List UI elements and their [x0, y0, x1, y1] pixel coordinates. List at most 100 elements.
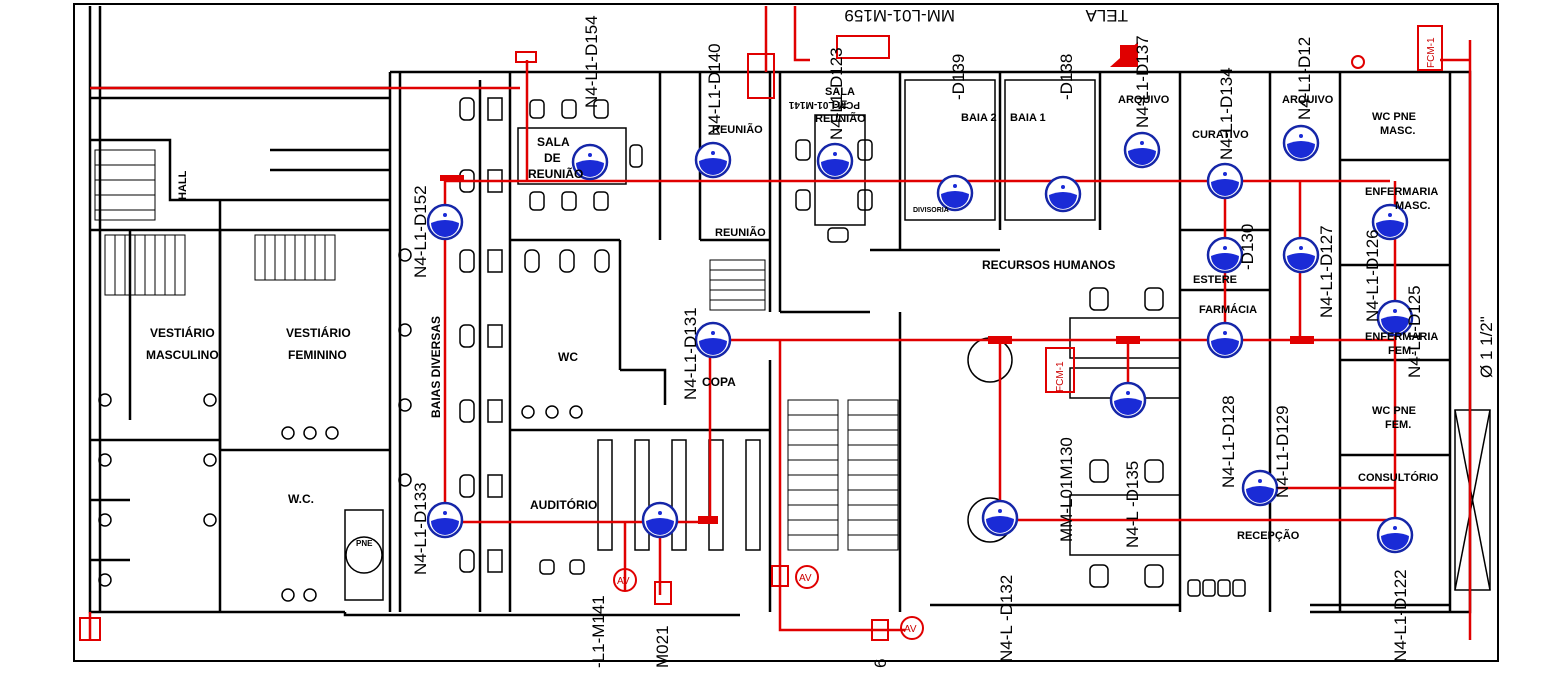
- sprinkler-head-icon: [1211, 179, 1239, 196]
- sprinkler-head-icon: [1381, 533, 1409, 550]
- sprinkler-head-dot: [711, 151, 715, 155]
- sprinkler-head-icon: [1049, 192, 1077, 209]
- sprinkler-head-dot: [833, 152, 837, 156]
- label-consultorio: CONSULTÓRIO: [1358, 471, 1439, 484]
- room-labels: VESTIÁRIO MASCULINO VESTIÁRIO FEMININO W…: [146, 86, 1439, 548]
- tag-av-1: AV: [617, 576, 630, 587]
- tag-d128: N4-L1-D128: [1219, 395, 1238, 488]
- sprinkler-head-dot: [1393, 526, 1397, 530]
- label-pne: PNE: [356, 539, 373, 548]
- tag-d133: N4-L1-D133: [411, 482, 430, 575]
- label-recepcao: RECEPÇÃO: [1237, 529, 1300, 542]
- sprinkler-head-icon: [576, 160, 604, 177]
- label-copa: COPA: [702, 375, 736, 389]
- tag-d152: N4-L1-D152: [411, 185, 430, 278]
- tag-av-2: AV: [799, 573, 812, 584]
- label-wc-pne-fem-1: WC PNE: [1372, 405, 1416, 417]
- tag-d154: N4-L1-D154: [582, 15, 601, 108]
- tag-d131: N4-L1-D131: [681, 307, 700, 400]
- valve-markers: [79, 25, 1443, 641]
- tag-d129: N4-L1-D129: [1273, 405, 1292, 498]
- sprinkler-head-icon: [431, 518, 459, 535]
- tag-d137: N4-L1-D137: [1133, 35, 1152, 128]
- sprinkler-head-icon: [1381, 316, 1409, 333]
- tag-av-3: AV: [904, 624, 917, 635]
- sprinkler-head-icon: [941, 191, 969, 208]
- label-wc-pne-masc-2: MASC.: [1380, 125, 1415, 137]
- label-reuniao-b: REUNIÃO: [715, 226, 766, 239]
- sprinkler-head-icon: [1376, 220, 1404, 237]
- sprinkler-head-dot: [1223, 172, 1227, 176]
- label-sala-reuniao-1b: DE: [544, 151, 561, 165]
- label-sala-reuniao-2b: DE: [832, 99, 847, 111]
- label-vestiario-fem-2: FEMININO: [288, 348, 347, 362]
- tag-6: 6: [871, 659, 890, 668]
- label-sala-reuniao-1a: SALA: [537, 135, 570, 149]
- label-reuniao-a: REUNIÃO: [712, 123, 763, 136]
- label-vestiario-fem-1: VESTIÁRIO: [286, 325, 351, 340]
- sprinkler-head-icon: [986, 516, 1014, 533]
- tag-m141: -L1-M141: [589, 595, 608, 668]
- tag-d139: -D139: [949, 54, 968, 100]
- label-hall: HALL: [177, 170, 189, 200]
- label-baia2: BAIA 2: [961, 112, 997, 124]
- sprinkler-head-dot: [1258, 479, 1262, 483]
- tag-d126: N4-L1-D126: [1363, 229, 1382, 322]
- label-enfermaria-fem-2: FEM.: [1388, 345, 1414, 357]
- tag-d135: N4-L -D135: [1123, 461, 1142, 548]
- sprinkler-tags: N4-L1-D154 N4-L1-D140 N4-L1-D123 -D139 -…: [411, 6, 1496, 668]
- tag-fcm1: FCM-1: [1055, 361, 1066, 392]
- sprinkler-head-dot: [1223, 331, 1227, 335]
- label-enfermaria-fem-1: ENFERMARIA: [1365, 331, 1438, 343]
- sprinkler-head-dot: [658, 511, 662, 515]
- tag-pcm-m141: PCM-L01-M141: [788, 99, 860, 110]
- label-wc-pne-masc-1: WC PNE: [1372, 111, 1416, 123]
- sprinkler-head-dot: [998, 509, 1002, 513]
- label-sala-reuniao-2c: REUNIÃO: [815, 112, 866, 125]
- label-baias-diversas: BAIAS DIVERSAS: [429, 316, 443, 418]
- tag-fcm1-top: FCM-1: [1426, 37, 1437, 68]
- stairs-center: [709, 259, 899, 551]
- tag-m159: MM-L01-M159: [844, 6, 955, 25]
- sprinkler-head-dot: [1393, 309, 1397, 313]
- sprinkler-head-dot: [1126, 391, 1130, 395]
- label-curativo: CURATIVO: [1192, 129, 1249, 141]
- tag-m021: M021: [653, 625, 672, 668]
- sprinkler-head-dot: [1299, 134, 1303, 138]
- label-baia1: BAIA 1: [1010, 112, 1046, 124]
- sprinkler-head-icon: [1128, 148, 1156, 165]
- tag-diameter: Ø 1 1/2": [1477, 316, 1496, 378]
- sprinkler-head-icon: [821, 159, 849, 176]
- tag-d130: -D130: [1238, 224, 1257, 270]
- label-arquivo-1: ARQUIVO: [1118, 94, 1170, 106]
- tag-tela: TELA: [1085, 6, 1128, 25]
- sprinkler-head-icon: [1211, 253, 1239, 270]
- tag-d123: N4-L1-D123: [827, 47, 846, 140]
- sprinkler-head-dot: [1299, 246, 1303, 250]
- label-arquivo-2: ARQUIVO: [1282, 94, 1334, 106]
- sprinkler-head-dot: [1140, 141, 1144, 145]
- pipe-tees: [440, 42, 1314, 524]
- label-wc-mid: WC: [558, 350, 578, 364]
- label-enfermaria-masc-1: ENFERMARIA: [1365, 186, 1438, 198]
- drawing-frame: [73, 3, 1499, 662]
- sprinkler-head-dot: [588, 153, 592, 157]
- label-wc-pne-fem-2: FEM.: [1385, 419, 1411, 431]
- tag-d12x: N4-L1-D12: [1295, 37, 1314, 120]
- stairs-left: [94, 149, 336, 296]
- label-vestiario-masc-1: VESTIÁRIO: [150, 325, 215, 340]
- label-divisoria: DIVISORIA: [913, 207, 949, 214]
- tag-d127: N4-L1-D127: [1317, 225, 1336, 318]
- sprinkler-head-dot: [711, 331, 715, 335]
- sprinkler-head-dot: [953, 184, 957, 188]
- tag-m130: MM-L01M130: [1057, 437, 1076, 542]
- sprinkler-head-icon: [699, 338, 727, 355]
- tag-d132: N4-L -D132: [997, 575, 1016, 662]
- label-esterel: ESTERE: [1193, 274, 1237, 286]
- sprinkler-head-icon: [1114, 398, 1142, 415]
- sprinkler-head-dot: [443, 511, 447, 515]
- sprinkler-head-icon: [1287, 141, 1315, 158]
- sprinkler-head-dot: [1061, 185, 1065, 189]
- sprinkler-head-dot: [1223, 246, 1227, 250]
